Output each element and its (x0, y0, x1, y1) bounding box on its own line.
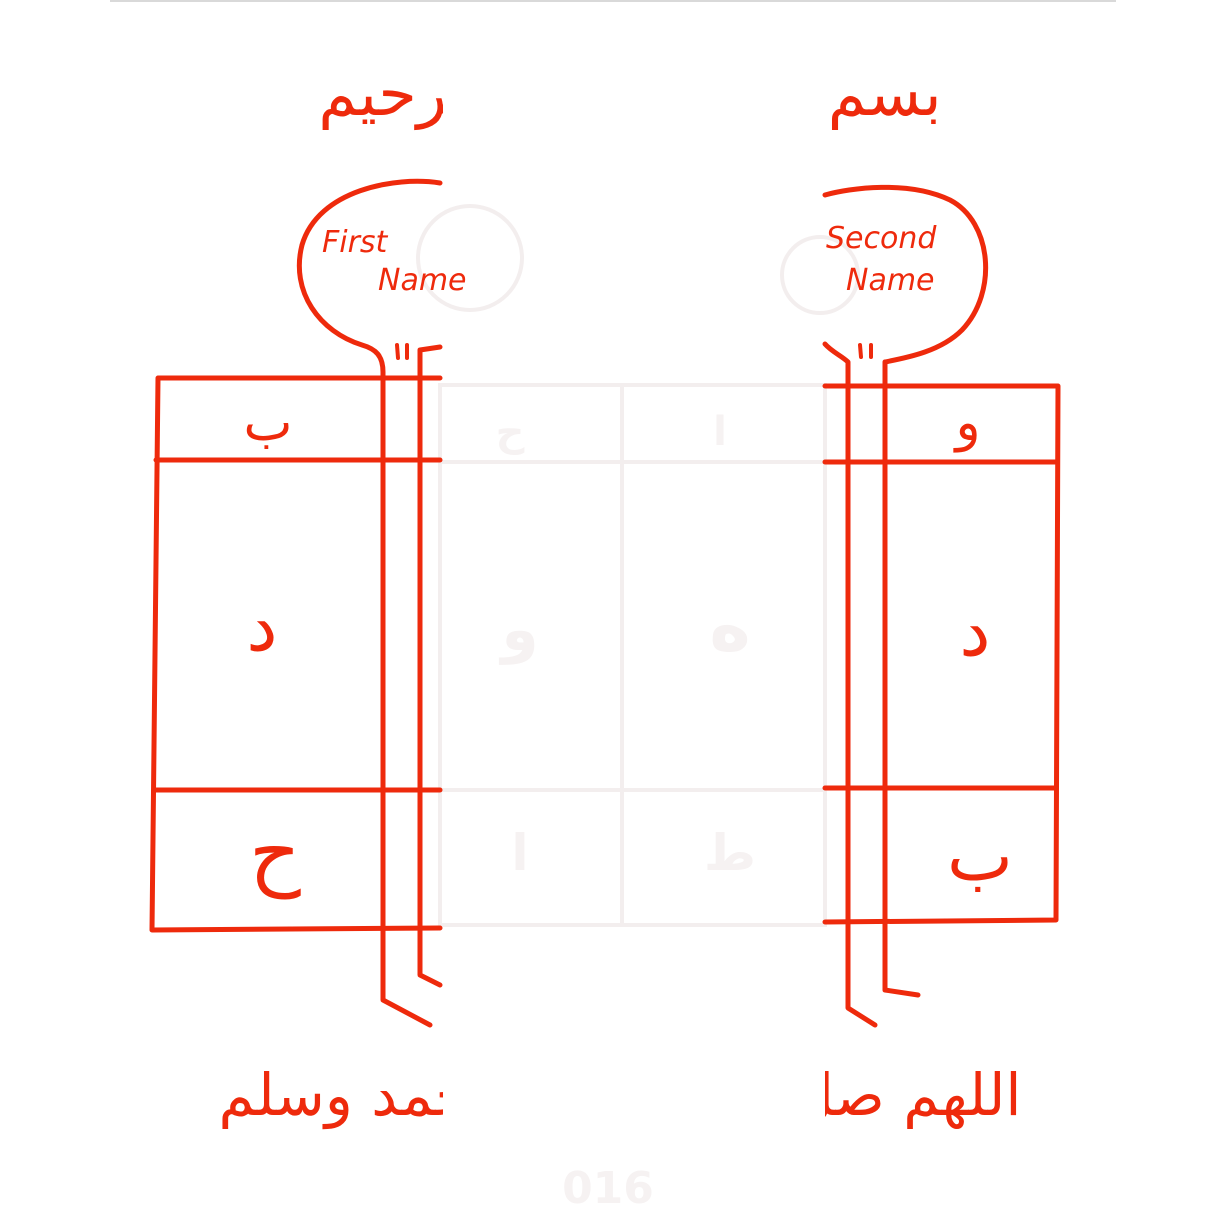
right-box-bottom-letter: ب (947, 815, 1013, 897)
right-box-frame (822, 383, 1061, 925)
left-box-bottom-letter: ح (249, 806, 301, 900)
right-circle-outline (822, 184, 989, 998)
center-bottom-left-letter: ا (511, 824, 528, 882)
center-top-right-letter: ا (713, 409, 727, 455)
left-stem-tick-1 (395, 343, 400, 360)
right-box-middle-letter: د (959, 590, 990, 672)
footer-mask (443, 1040, 825, 1140)
center-bottom-right-letter: ط (704, 824, 756, 882)
right-stem-tick-1 (858, 343, 863, 359)
right-stem-inner (822, 341, 878, 1028)
faded-center-frame (438, 383, 827, 927)
center-middle-left-letter: و (498, 595, 538, 665)
page-number: 016 (562, 1163, 654, 1214)
left-name-figure: First Name (296, 178, 467, 1028)
faded-right-circle-part (780, 235, 860, 315)
left-box-top-letter: ب (244, 393, 293, 453)
left-box-frame (149, 375, 443, 933)
faded-left-circle-part (416, 204, 524, 312)
left-circle-label-line2: Name (378, 263, 467, 298)
right-box-top-letter: و (952, 393, 980, 453)
right-letter-box: و د ب (822, 383, 1061, 925)
right-circle-label-line1: Second (826, 221, 937, 256)
top-border-line (110, 0, 1116, 2)
right-circle-label-line2: Name (846, 263, 935, 298)
left-stem-inner (417, 344, 443, 988)
left-circle-outline (296, 178, 443, 1028)
center-top-left-letter: ح (496, 409, 525, 455)
right-name-figure: Second Name (822, 184, 989, 1028)
left-box-middle-letter: د (246, 585, 277, 667)
header-mask (443, 40, 825, 145)
left-circle-label-line1: First (322, 225, 389, 260)
center-middle-right-letter: ه (709, 585, 750, 667)
faded-center-block: ح ا و ه ا ط (416, 204, 860, 927)
left-letter-box: ب د ح (149, 375, 443, 933)
